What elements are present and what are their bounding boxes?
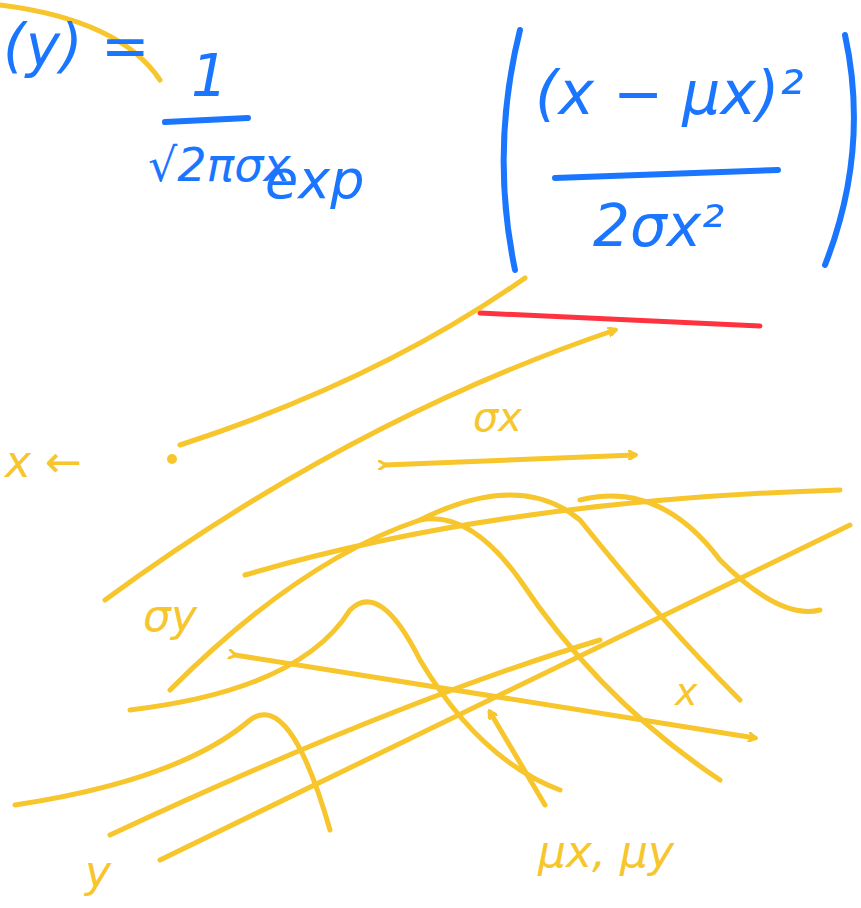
pointer-arrow <box>490 712 545 805</box>
surface-line <box>245 490 840 575</box>
sketch-label: (x − μx)² <box>532 60 806 126</box>
width-arrow <box>385 455 635 465</box>
paren <box>825 35 854 265</box>
underline <box>480 313 760 326</box>
surface-curve <box>15 715 330 830</box>
leader <box>180 278 525 445</box>
surface-curve <box>580 496 820 611</box>
paren <box>504 30 520 270</box>
sketch-label: x <box>672 672 701 714</box>
sketch-label: μx, μy <box>535 828 677 876</box>
arc <box>0 5 160 80</box>
sketch-label: exp <box>262 150 367 209</box>
sketch-label: σy <box>140 592 200 640</box>
sketch-label: y <box>82 848 114 896</box>
sketch-label: x ← <box>2 438 85 486</box>
leader-arrow <box>105 330 615 600</box>
fraction-bar <box>555 170 778 178</box>
surface-curve <box>170 519 720 780</box>
axis-line <box>160 525 850 860</box>
surface-line <box>110 640 600 835</box>
fraction-bar <box>165 118 248 122</box>
sketch-label: 2σx² <box>590 195 727 259</box>
sketch-label: (y) = <box>0 15 153 79</box>
sketch-label: σx <box>470 395 525 439</box>
sketch-label: 1 <box>188 45 231 109</box>
dot <box>170 457 175 462</box>
